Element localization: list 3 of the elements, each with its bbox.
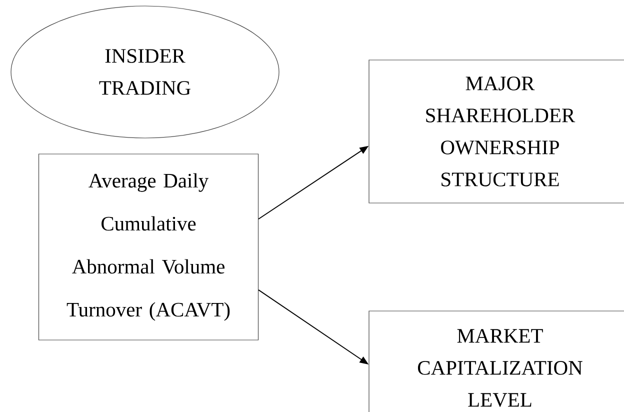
process-box: Average Daily Cumulative Abnormal Volume Turnover (ACAVT) [38, 154, 259, 340]
process-box: MARKET CAPITALIZATION LEVEL [368, 310, 624, 412]
process-box: MAJOR SHAREHOLDER OWNERSHIP STRUCTURE [368, 60, 624, 204]
